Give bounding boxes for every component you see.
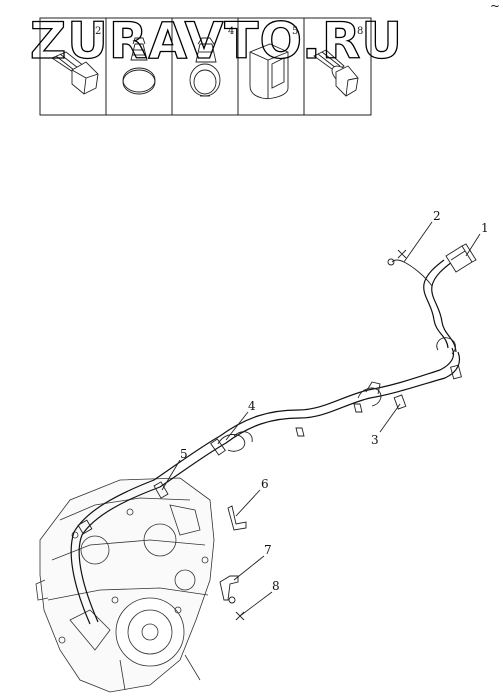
harness-cable [70,243,477,625]
flange-bolt-icon [313,49,359,97]
callout-6-label: 6 [261,477,269,491]
parts-cell-label: 8 [357,26,363,37]
parts-cell-label: 5 [292,26,298,37]
parts-table: 2 4 [39,17,372,116]
callout-labels: 1 2 3 4 5 6 7 8 [180,209,489,593]
parts-cell-label: 4 [228,26,234,37]
callout-1-label: 1 [481,221,489,235]
callout-2-label: 2 [433,209,441,223]
spring-clip-icon [189,37,221,97]
bolt-icon [51,51,99,95]
watermark-text: ZURAVTO.RU [30,12,403,70]
parts-cell-4: 5 [249,26,298,99]
callout-7-label: 7 [264,543,272,557]
callout-leaders [161,221,481,617]
hose-clamp-icon [122,37,156,95]
parts-cell-3: 4 [189,26,234,97]
parts-cell-2 [122,37,156,95]
callout-4-label: 4 [248,399,256,413]
harness-clip [77,337,462,535]
callout-5-label: 5 [180,447,188,461]
corner-mark: ~ [490,0,500,13]
engine-transmission-drawing [35,477,215,693]
callout-3-label: 3 [371,433,379,447]
bracket-part [227,505,247,531]
parts-cell-1: 2 [51,26,101,95]
bracket-clip-icon [249,43,289,99]
connector-part [445,243,477,273]
callout-8-label: 8 [272,579,280,593]
parts-cell-label: 2 [95,26,101,37]
bracket-part [219,575,239,604]
parts-cell-5: 8 [313,26,363,97]
